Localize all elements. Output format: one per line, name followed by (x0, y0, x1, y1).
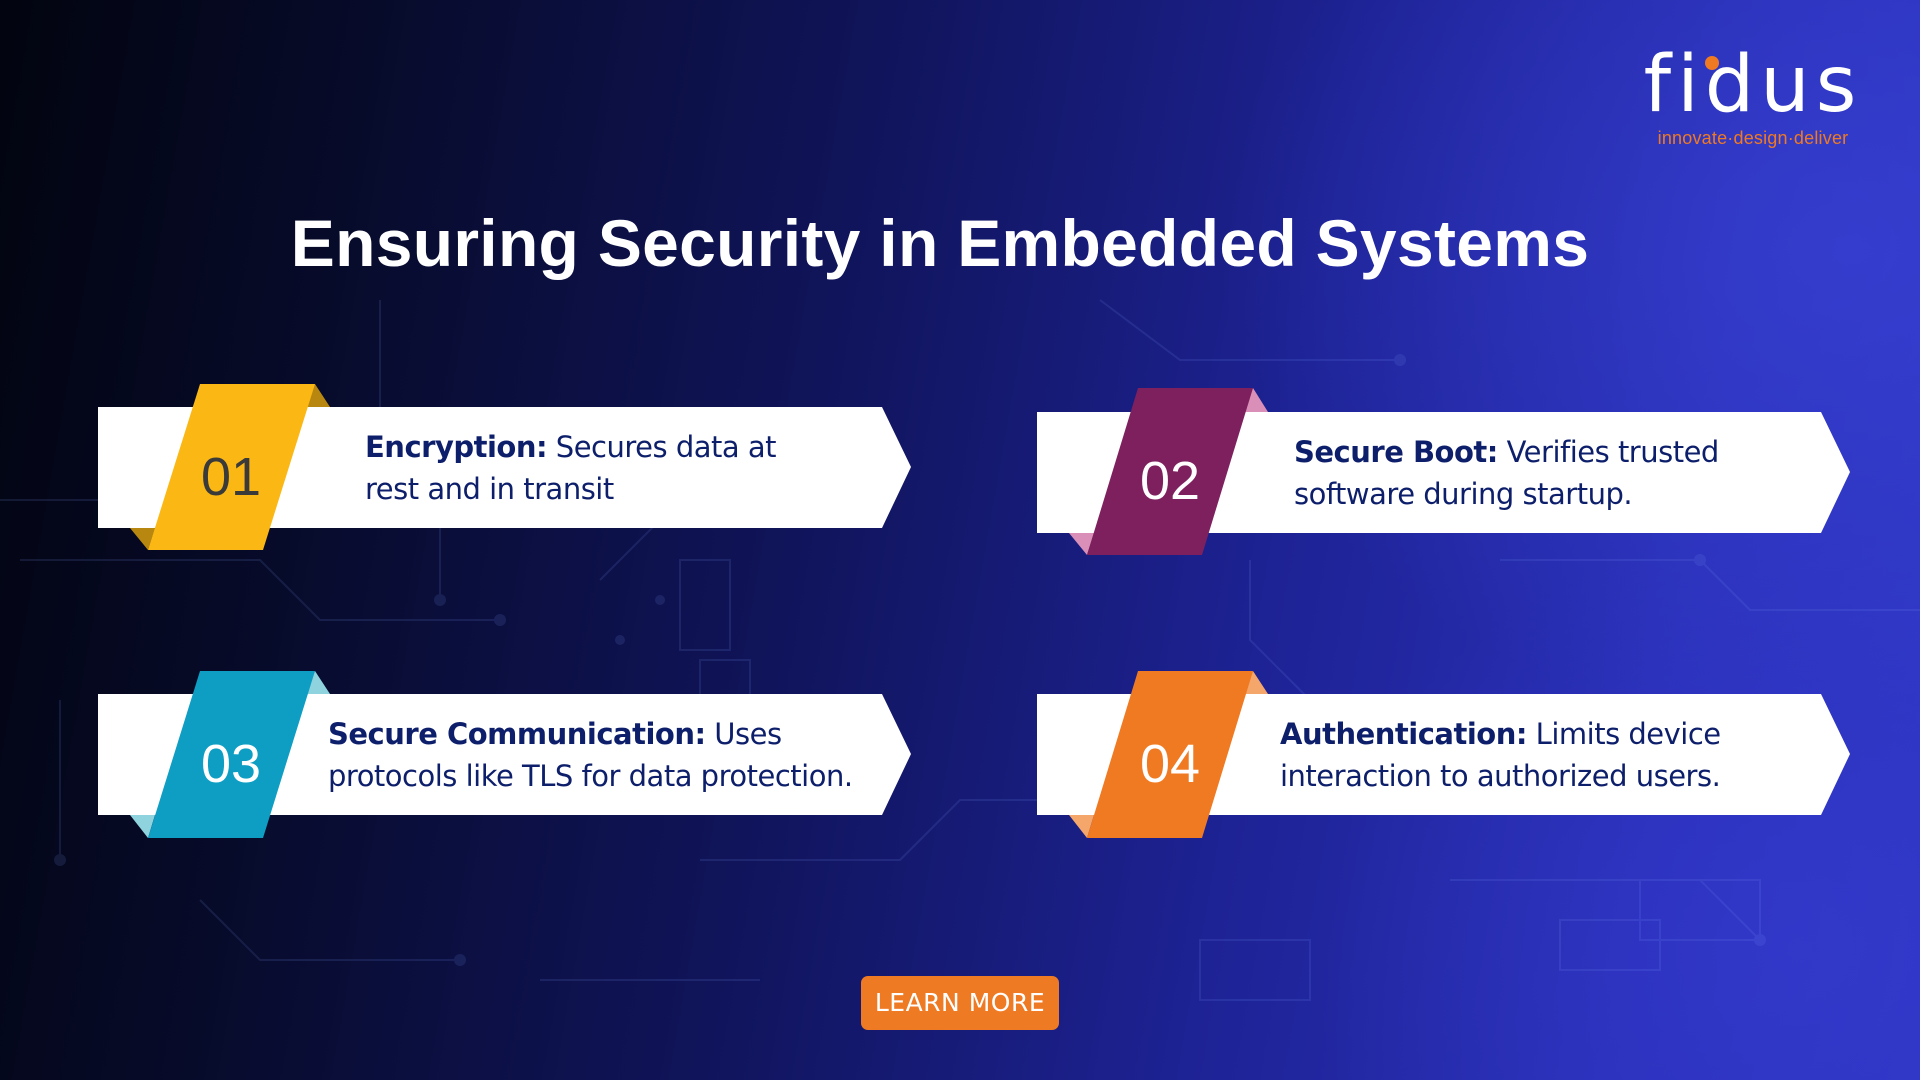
card-description: Encryption: Secures data at rest and in … (365, 426, 885, 510)
card-description: Secure Communication: Uses protocols lik… (328, 713, 928, 797)
card-banner-shape (98, 384, 911, 550)
page-title: Ensuring Security in Embedded Systems (290, 206, 1590, 280)
card-description: Secure Boot: Verifies trusted software d… (1294, 431, 1834, 515)
card-banner-shape (98, 671, 911, 838)
card-number: 04 (1139, 734, 1201, 794)
fidus-logo[interactable]: fidus innovate·design·deliver (1642, 46, 1864, 149)
security-card-authentication: 04 Authentication: Limits device interac… (1037, 671, 1920, 861)
card-text-line2: protocols like TLS for data protection. (328, 759, 853, 793)
card-banner-shape (1037, 388, 1850, 555)
learn-more-button[interactable]: LEARN MORE (861, 976, 1059, 1030)
card-heading: Authentication: (1280, 717, 1527, 751)
card-heading: Encryption: (365, 430, 548, 464)
card-text-line1: Secures data at (547, 430, 777, 464)
logo-wordmark: fidus (1643, 40, 1863, 130)
card-text-line2: rest and in transit (365, 472, 614, 506)
logo-tagline: innovate·design·deliver (1657, 128, 1849, 148)
security-card-encryption: 01 Encryption: Secures data at rest and … (98, 384, 998, 574)
card-number: 01 (200, 447, 262, 507)
card-text-line1: Limits device (1526, 717, 1721, 751)
card-heading: Secure Boot: (1294, 435, 1498, 469)
card-text-line1: Verifies trusted (1497, 435, 1720, 469)
security-card-secure-communication: 03 Secure Communication: Uses protocols … (98, 671, 998, 861)
card-text-line2: interaction to authorized users. (1280, 759, 1721, 793)
card-text-line2: software during startup. (1294, 477, 1633, 511)
logo-orange-dot-icon (1705, 56, 1719, 70)
security-card-secure-boot: 02 Secure Boot: Verifies trusted softwar… (1037, 388, 1920, 578)
card-description: Authentication: Limits device interactio… (1280, 713, 1840, 797)
card-banner-shape (1037, 671, 1850, 838)
card-number: 03 (200, 734, 262, 794)
card-heading: Secure Communication: (328, 717, 706, 751)
card-number: 02 (1139, 451, 1201, 511)
card-text-line1: Uses (705, 717, 782, 751)
